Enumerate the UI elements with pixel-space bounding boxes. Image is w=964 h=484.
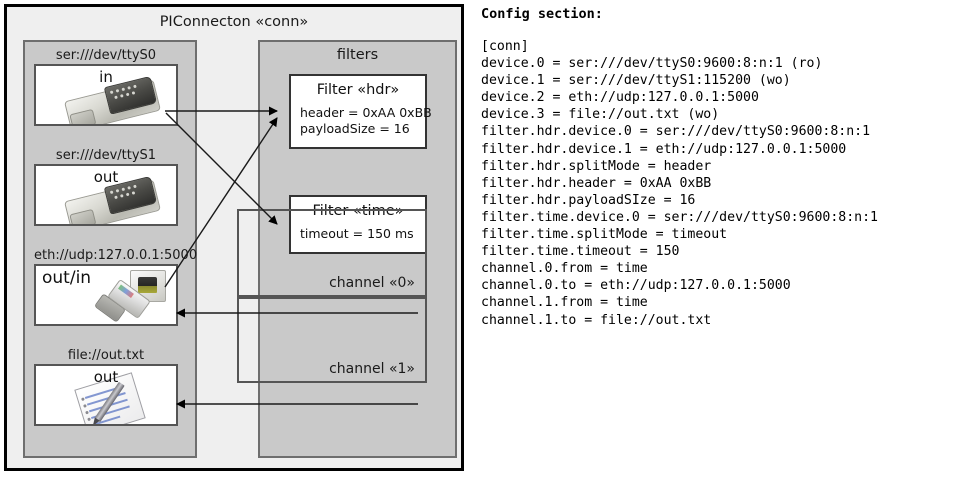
config-line: device.2 = eth://udp:127.0.0.1:5000 [481,90,759,106]
config-line: filter.hdr.splitMode = header [481,158,712,174]
device-file-out-txt[interactable]: file://out.txt out [34,347,178,426]
config-line: channel.0.from = time [481,261,648,277]
device-label: ser:///dev/ttyS1 [55,148,157,163]
filter-properties: header = 0xAA 0xBB payloadSize = 16 [291,105,432,147]
config-section: Config section: [conn] device.0 = ser:///… [481,6,959,329]
device-box[interactable]: out [34,364,178,426]
config-line: filter.hdr.payloadSIze = 16 [481,192,696,208]
filter-property: timeout = 150 ms [300,226,414,241]
device-ser-ttys0[interactable]: ser:///dev/ttyS0 in [34,47,178,126]
config-line: device.3 = file://out.txt (wo) [481,107,720,123]
filter-property: payloadSize = 16 [300,121,410,136]
channel-1-box[interactable]: channel «1» [237,297,427,383]
config-line: device.1 = ser:///dev/ttyS1:115200 (wo) [481,73,791,89]
channel-label: channel «0» [329,275,415,291]
device-direction: in [99,68,113,86]
device-direction: out [93,168,119,186]
channel-0-box[interactable]: channel «0» [237,209,427,297]
diagram-title: PIConnecton «conn» [159,14,309,30]
device-direction: out [93,368,119,386]
device-label: file://out.txt [67,348,145,363]
config-line: filter.hdr.header = 0xAA 0xBB [481,175,712,191]
config-line: filter.time.splitMode = timeout [481,227,728,243]
config-line: device.0 = ser:///dev/ttyS0:9600:8:n:1 (… [481,56,823,72]
devices-panel: ser:///dev/ttyS0 in ser:///dev/ [23,40,197,458]
config-line: channel.1.from = time [481,295,648,311]
device-label: eth://udp:127.0.0.1:5000 [34,248,198,263]
device-eth-udp[interactable]: eth://udp:127.0.0.1:5000 out/in [34,247,198,326]
filter-time-box[interactable]: Filter «time» timeout = 150 ms [289,195,427,254]
device-box[interactable]: out/in [34,264,178,326]
config-line: filter.time.device.0 = ser:///dev/ttyS0:… [481,209,878,225]
config-line: [conn] [481,39,529,54]
filter-hdr-box[interactable]: Filter «hdr» header = 0xAA 0xBB payloadS… [289,74,432,149]
filter-properties: timeout = 150 ms [291,226,425,252]
diagram-frame: PIConnecton «conn» ser:///dev/ttyS0 in [4,4,464,471]
config-line: channel.0.to = eth://udp:127.0.0.1:5000 [481,278,791,294]
config-heading: Config section: [481,6,603,22]
config-line: filter.hdr.device.0 = ser:///dev/ttyS0:9… [481,124,871,140]
filter-property: header = 0xAA 0xBB [300,105,432,120]
config-lines: [conn] device.0 = ser:///dev/ttyS0:9600:8… [481,38,959,329]
device-direction: out/in [42,268,92,288]
device-box[interactable]: in [34,64,178,126]
device-label: ser:///dev/ttyS0 [55,48,157,63]
filter-title: Filter «hdr» [316,82,400,98]
device-ser-ttys1[interactable]: ser:///dev/ttyS1 out [34,147,178,226]
device-box[interactable]: out [34,164,178,226]
filters-panel: filters Filter «hdr» header = 0xAA 0xBB … [258,40,457,458]
config-line: filter.time.timeout = 150 [481,244,680,260]
file-document-icon [74,372,152,424]
config-line: channel.1.to = file://out.txt [481,312,712,328]
ethernet-icon [92,270,176,324]
filter-title: Filter «time» [312,203,404,219]
channel-label: channel «1» [329,361,415,377]
filters-panel-title: filters [336,47,379,63]
config-line: filter.hdr.device.1 = eth://udp:127.0.0.… [481,141,847,157]
